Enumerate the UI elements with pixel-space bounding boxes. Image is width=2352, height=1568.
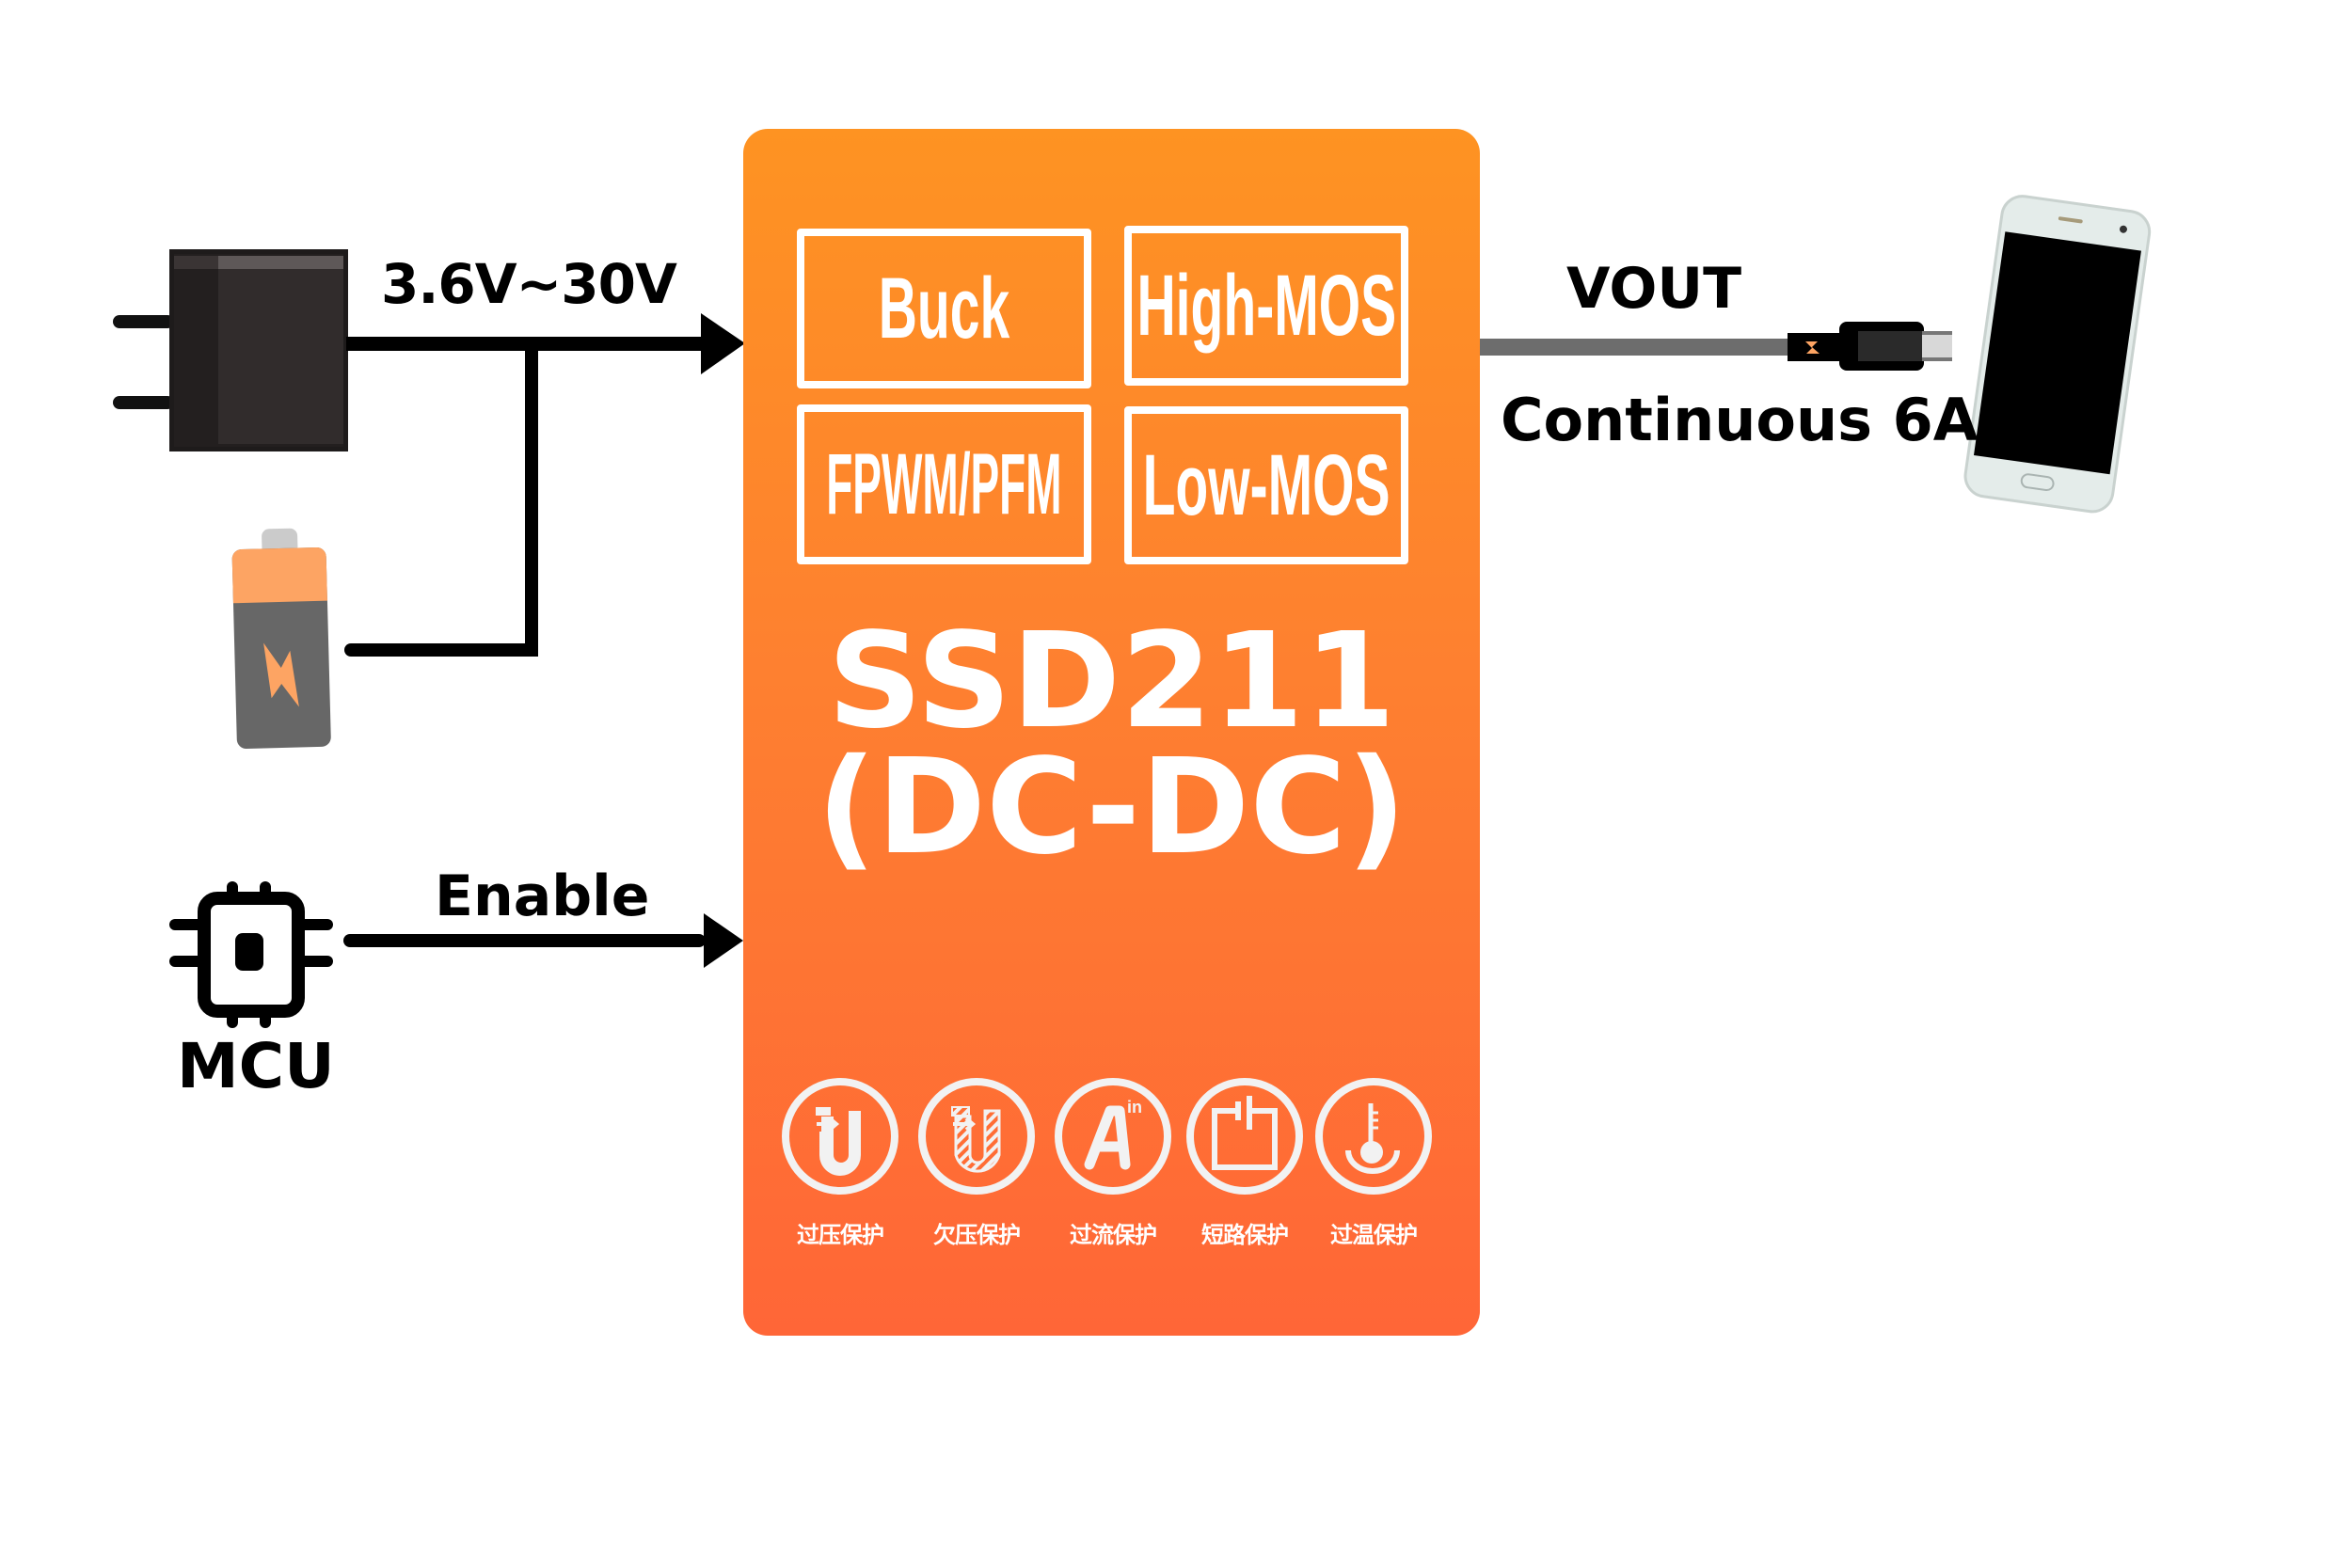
protection-label: 短路保护 xyxy=(1201,1222,1289,1248)
protection-label: 过温保护 xyxy=(1330,1222,1418,1248)
smartphone-icon xyxy=(1963,195,2152,514)
protection-item-overcurrent: in 过流保护 xyxy=(1047,1075,1179,1249)
feature-box-buck: Buck xyxy=(797,229,1091,388)
overtemperature-icon xyxy=(1315,1078,1432,1195)
output-current-label: Continuous 6A xyxy=(1501,386,1979,454)
feature-box-low-mos: Low-MOS xyxy=(1124,406,1408,564)
power-adapter-icon xyxy=(113,249,348,451)
protection-item-undervoltage: 欠压保护 xyxy=(911,1075,1042,1249)
protection-label: 过流保护 xyxy=(1070,1222,1157,1248)
feature-label: High-MOS xyxy=(1136,257,1396,354)
enable-wire xyxy=(343,913,743,968)
protection-item-overtemperature: 过温保护 xyxy=(1308,1075,1439,1249)
protection-item-overvoltage: 过压保护 xyxy=(774,1075,906,1249)
feature-label: Buck xyxy=(878,260,1010,356)
short-circuit-icon xyxy=(1186,1078,1303,1195)
protection-label: 过压保护 xyxy=(797,1222,884,1248)
enable-label: Enable xyxy=(435,863,650,929)
ssd211-chip-block: Buck High-MOS FPWM/PFM Low-MOS SSD211 (D… xyxy=(743,129,1480,1336)
overvoltage-icon xyxy=(782,1078,898,1195)
protection-item-short-circuit: 短路保护 xyxy=(1179,1075,1311,1249)
vout-label: VOUT xyxy=(1566,256,1742,322)
usb-cable-icon xyxy=(1480,322,1952,371)
undervoltage-icon xyxy=(918,1078,1035,1195)
mcu-label: MCU xyxy=(177,1030,335,1102)
chip-type: (DC-DC) xyxy=(816,731,1407,884)
feature-box-fpwm-pfm: FPWM/PFM xyxy=(797,404,1091,564)
battery-icon xyxy=(231,528,331,749)
mcu-chip-icon xyxy=(169,881,333,1028)
svg-text:in: in xyxy=(1127,1098,1142,1117)
chip-name: SSD211 xyxy=(827,605,1396,758)
feature-box-high-mos: High-MOS xyxy=(1124,226,1408,386)
feature-label: Low-MOS xyxy=(1142,436,1391,533)
input-voltage-label: 3.6V~30V xyxy=(381,252,677,316)
overcurrent-icon: in xyxy=(1055,1078,1171,1195)
feature-label: FPWM/PFM xyxy=(826,436,1062,532)
input-power-wire xyxy=(344,313,745,657)
protection-label: 欠压保护 xyxy=(933,1222,1021,1248)
